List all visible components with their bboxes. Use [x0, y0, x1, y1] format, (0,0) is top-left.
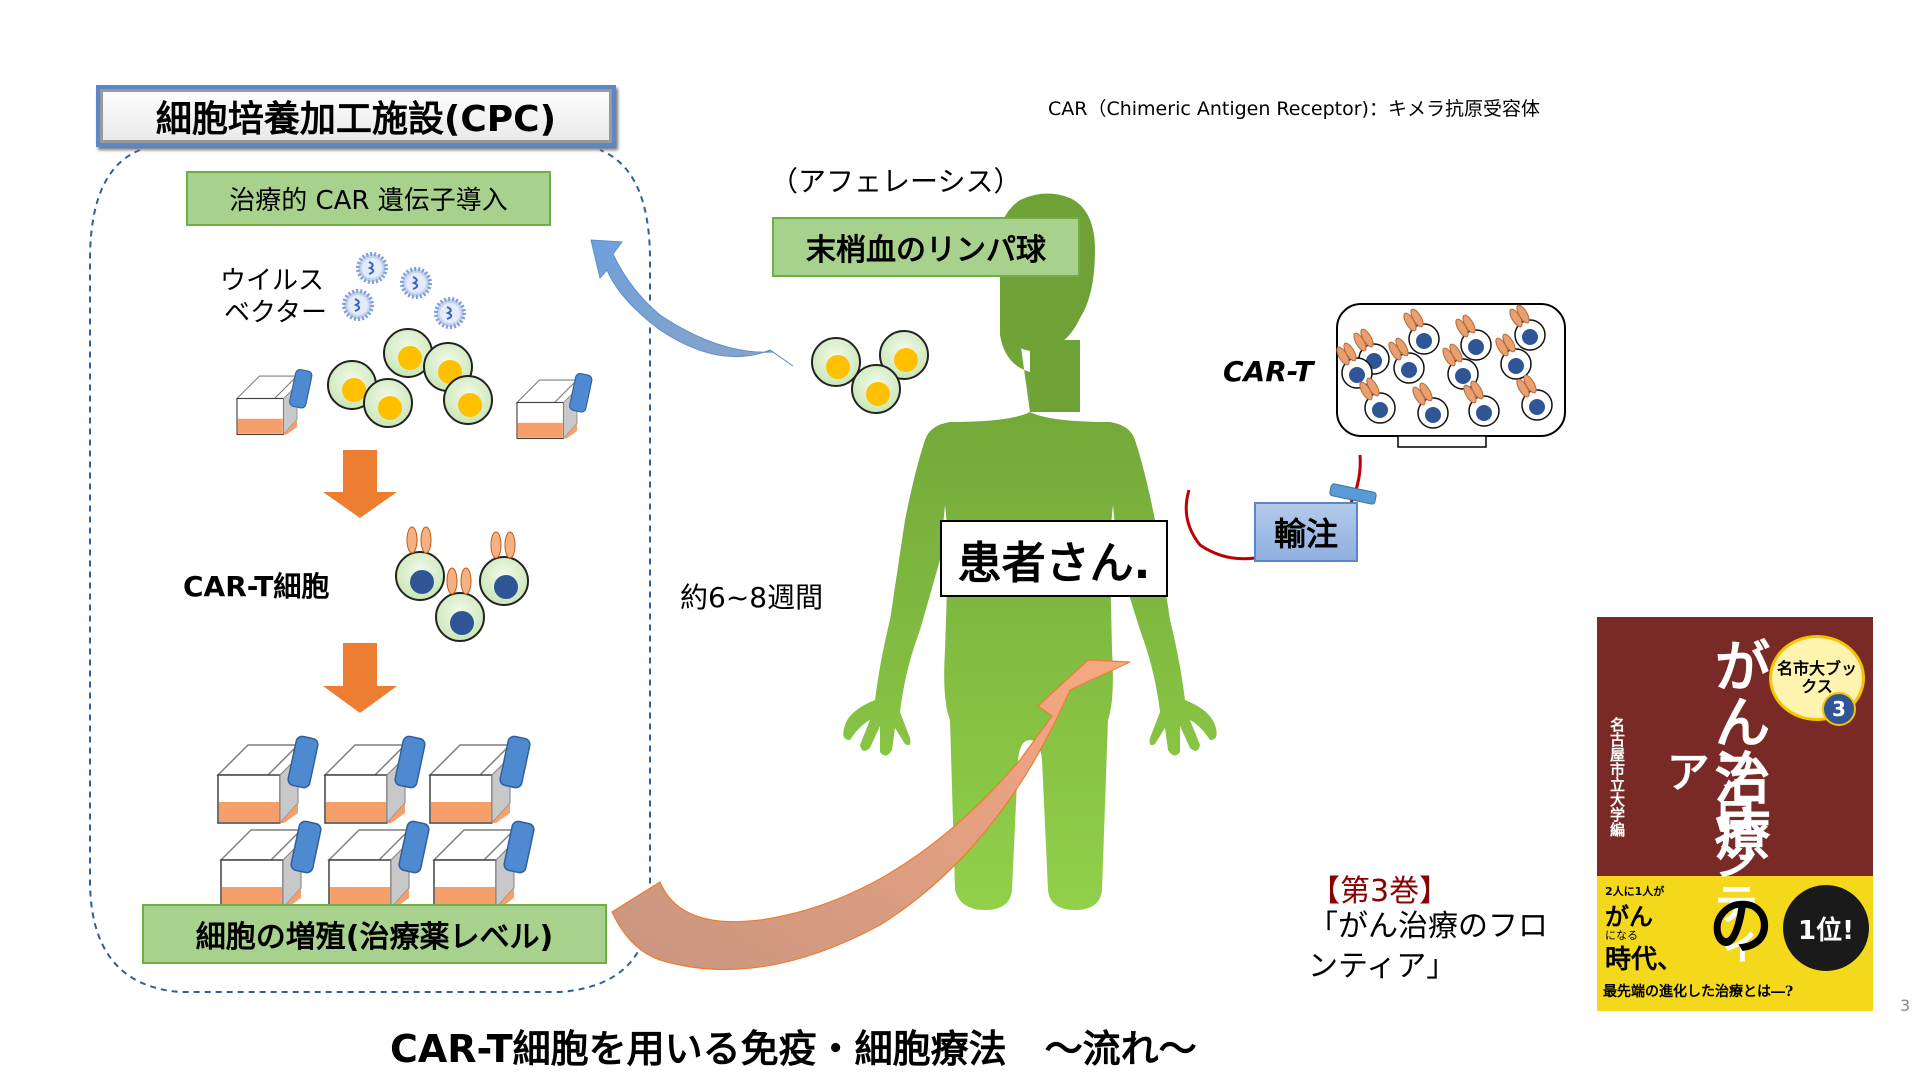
patient-label: 患者さん.	[940, 520, 1168, 597]
virus-particle	[356, 252, 388, 284]
page-number: 3	[1900, 996, 1911, 1015]
infusion-return-arrow-icon	[611, 659, 1131, 971]
culture-flask	[236, 368, 314, 436]
book-tagline: になる	[1605, 929, 1638, 942]
collection-arrow-icon	[590, 239, 794, 367]
car-t-cell	[395, 526, 445, 601]
book-tagline: 時代、	[1605, 945, 1684, 975]
down-arrow-icon	[323, 643, 397, 713]
iv-line	[1184, 489, 1256, 561]
book-tagline: 2人に1人が	[1605, 885, 1665, 898]
book-ranking-badge: 1位!	[1783, 885, 1869, 971]
culture-flask	[220, 819, 323, 909]
lymphocyte	[363, 378, 413, 428]
book-volume-label: 【第3巻】	[1310, 874, 1450, 909]
lymphocyte	[811, 337, 861, 387]
virus-particle	[434, 297, 466, 329]
lymphocyte	[851, 364, 901, 414]
culture-flask	[516, 372, 594, 440]
culture-flask	[324, 734, 427, 824]
iv-connector-icon	[1329, 483, 1377, 505]
culture-flask	[217, 734, 320, 824]
book-cover-image: 名市大ブックス 3 がん治療 フロンティア の 名古屋市立大学編 2人に1人が …	[1597, 617, 1873, 1011]
peripheral-lymphocyte-label: 末梢血のリンパ球	[772, 217, 1080, 277]
culture-flask	[429, 734, 532, 824]
cpc-title: 細胞培養加工施設(CPC)	[96, 85, 616, 147]
culture-flask	[433, 819, 536, 909]
book-cover-title-sub: フロンティア	[1658, 749, 1757, 969]
car-t-cell	[479, 531, 529, 606]
apheresis-label: （アフェレーシス）	[770, 165, 1022, 198]
virus-particle	[400, 267, 432, 299]
virus-particle	[342, 289, 374, 321]
expansion-label: 細胞の増殖(治療薬レベル)	[142, 904, 607, 964]
cart-bag-stand	[1397, 435, 1487, 448]
book-publisher: 名古屋市立大学編	[1608, 717, 1626, 837]
book-title-caption: 「がん治療のフロ ンティア」	[1308, 909, 1548, 984]
car-t-cell-label: CAR-T細胞	[183, 570, 330, 603]
book-cover-no: の	[1709, 890, 1773, 964]
book-number-badge: 3	[1822, 692, 1856, 726]
car-definition-note: CAR（Chimeric Antigen Receptor)：キメラ抗原受容体	[1048, 98, 1540, 120]
car-t-bag-label: CAR-T	[1223, 355, 1314, 388]
infusion-label: 輸注	[1254, 502, 1358, 562]
slide-title: CAR-T細胞を用いる免疫・細胞療法 ～流れ～	[390, 1027, 1197, 1071]
book-cover-title-main: がん治療	[1705, 637, 1770, 861]
iv-line	[1348, 454, 1362, 506]
down-arrow-icon	[323, 450, 397, 518]
book-tagline: がん	[1605, 902, 1653, 931]
gene-transfer-label: 治療的 CAR 遺伝子導入	[186, 171, 551, 226]
culture-flask	[328, 819, 431, 909]
duration-label: 約6~8週間	[680, 581, 824, 614]
lymphocyte	[443, 375, 493, 425]
book-tagline: 最先端の進化した治療とは―?	[1603, 984, 1794, 1000]
virus-vector-label: ウイルス ベクター	[220, 266, 327, 328]
cpc-dashed-boundary	[89, 149, 651, 993]
